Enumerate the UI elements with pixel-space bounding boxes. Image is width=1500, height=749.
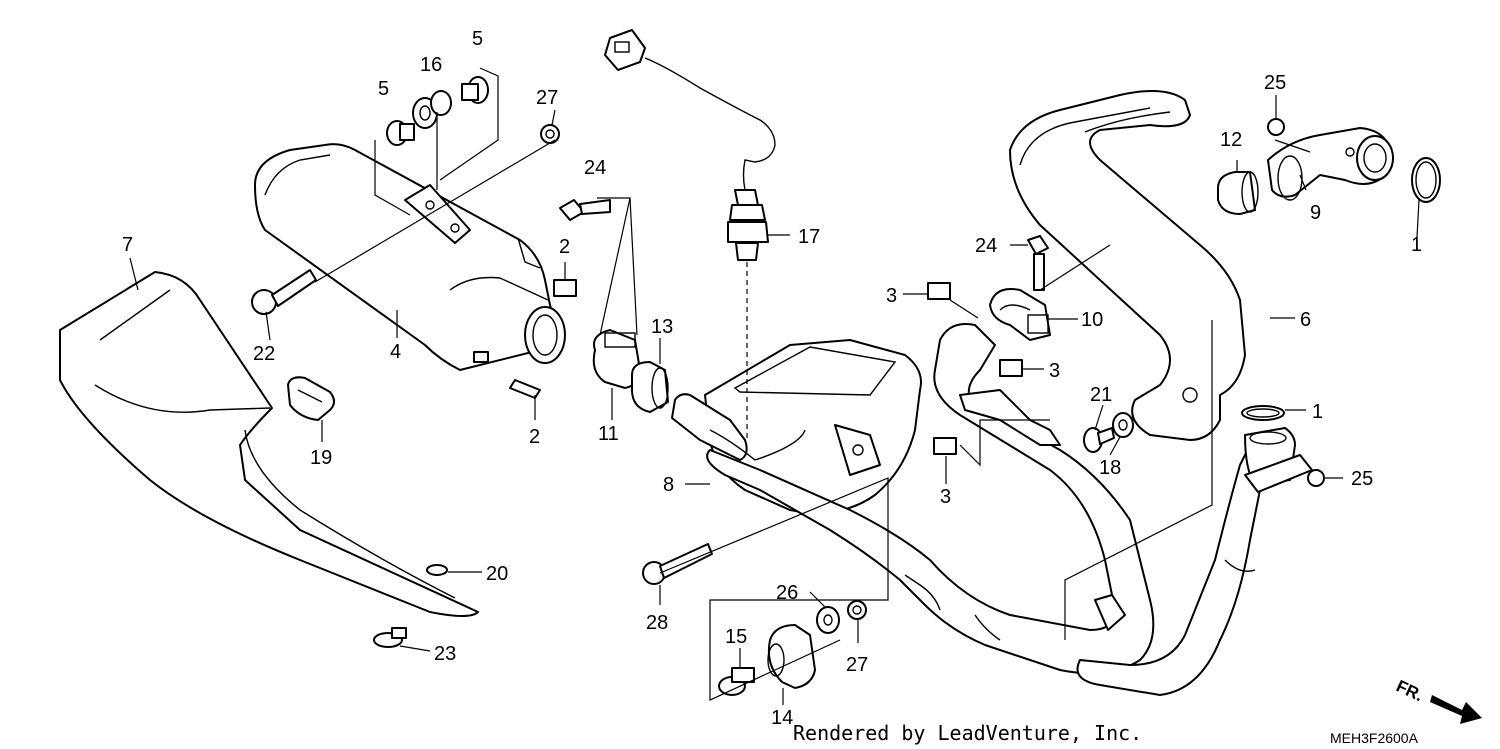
nut-part-3-c[interactable] (933, 437, 957, 455)
callout-5-top: 5 (472, 28, 483, 50)
callout-3-left: 3 (886, 285, 897, 307)
callout-11: 11 (598, 423, 619, 445)
diagram-code: MEH3F2600A (1330, 730, 1419, 746)
bolt-part-28[interactable] (642, 543, 713, 585)
callout-17: 17 (798, 226, 820, 248)
nut-part-27-bottom[interactable] (847, 600, 867, 620)
callout-13: 13 (651, 316, 673, 338)
silencer-part-4[interactable] (254, 143, 566, 371)
front-label: FR. (1393, 676, 1426, 705)
callout-25-top: 25 (1264, 72, 1286, 94)
callout-22: 22 (253, 343, 275, 365)
band-clamp-part-11[interactable] (592, 329, 641, 389)
callout-26: 26 (776, 582, 798, 604)
nut-part-25-bottom[interactable] (1307, 469, 1325, 487)
callout-23: 23 (434, 643, 456, 665)
callout-1-upper: 1 (1411, 234, 1422, 256)
collar-part-20[interactable] (426, 564, 448, 576)
nut-part-27-top[interactable] (540, 124, 560, 144)
heat-shield-part-7[interactable] (59, 271, 479, 617)
callout-15: 15 (725, 626, 747, 648)
callout-4: 4 (390, 341, 401, 363)
callout-16: 16 (420, 54, 442, 76)
callout-1-lower: 1 (1312, 401, 1323, 423)
callout-2-lower: 2 (529, 426, 540, 448)
gasket-ring-part-1-lower[interactable] (1241, 405, 1285, 421)
gasket-ring-part-1-upper[interactable] (1411, 157, 1441, 203)
callout-10: 10 (1081, 309, 1103, 331)
gasket-part-13[interactable] (631, 361, 669, 413)
callout-21: 21 (1090, 384, 1112, 406)
callout-27-top: 27 (536, 87, 558, 109)
screw-part-21[interactable] (1083, 427, 1115, 453)
nut-part-3-a[interactable] (927, 282, 951, 300)
callout-3-right: 3 (1049, 360, 1060, 382)
callout-14: 14 (771, 707, 793, 729)
stay-part-14[interactable] (767, 624, 816, 689)
bolt-part-24-left[interactable] (559, 199, 611, 221)
callout-28: 28 (646, 612, 668, 634)
front-arrow: FR. (1393, 676, 1482, 724)
bolt-part-5-a[interactable] (386, 120, 415, 146)
callout-12: 12 (1220, 129, 1242, 151)
exhaust-pipe-part-6[interactable] (706, 90, 1313, 696)
grommet-part-18[interactable] (1112, 412, 1134, 438)
callout-2-upper: 2 (559, 236, 570, 258)
front-arrow-icon (1430, 695, 1482, 724)
washer-part-26[interactable] (816, 606, 840, 634)
callout-19: 19 (310, 447, 332, 469)
oxygen-sensor-part-17[interactable] (604, 29, 776, 440)
callout-27-bottom: 27 (846, 654, 868, 676)
rendered-by-text: Rendered by LeadVenture, Inc. (793, 721, 1142, 745)
bolt-part-24-right[interactable] (1027, 235, 1049, 291)
callout-labels: 1 1 2 2 3 3 3 4 5 5 6 7 8 9 10 11 12 13 … (122, 28, 1422, 729)
callout-9: 9 (1310, 202, 1321, 224)
nut-part-3-b[interactable] (999, 359, 1023, 377)
nut-part-25-top[interactable] (1267, 118, 1285, 136)
bolt-part-22[interactable] (251, 269, 317, 315)
bolt-part-15[interactable] (718, 667, 755, 696)
grommet-part-16[interactable] (412, 90, 452, 129)
nut-part-2-a[interactable] (553, 279, 577, 297)
callout-24-left: 24 (584, 157, 606, 179)
rubber-part-19[interactable] (287, 376, 335, 421)
leader-lines (129, 67, 1420, 705)
bolt-part-5-b[interactable] (461, 76, 489, 104)
callout-5-left: 5 (378, 78, 389, 100)
callout-25-bottom: 25 (1351, 468, 1373, 490)
callout-3-bottom: 3 (940, 486, 951, 508)
callout-8: 8 (663, 474, 674, 496)
callout-20: 20 (486, 563, 508, 585)
callout-24-right: 24 (975, 235, 997, 257)
callout-18: 18 (1099, 457, 1121, 479)
callout-7: 7 (122, 234, 133, 256)
band-clamp-part-10[interactable] (989, 288, 1051, 341)
gasket-part-12[interactable] (1217, 171, 1259, 215)
joint-pipe-part-9[interactable] (1267, 127, 1394, 201)
callout-6: 6 (1300, 309, 1311, 331)
bolt-part-23[interactable] (373, 627, 407, 648)
